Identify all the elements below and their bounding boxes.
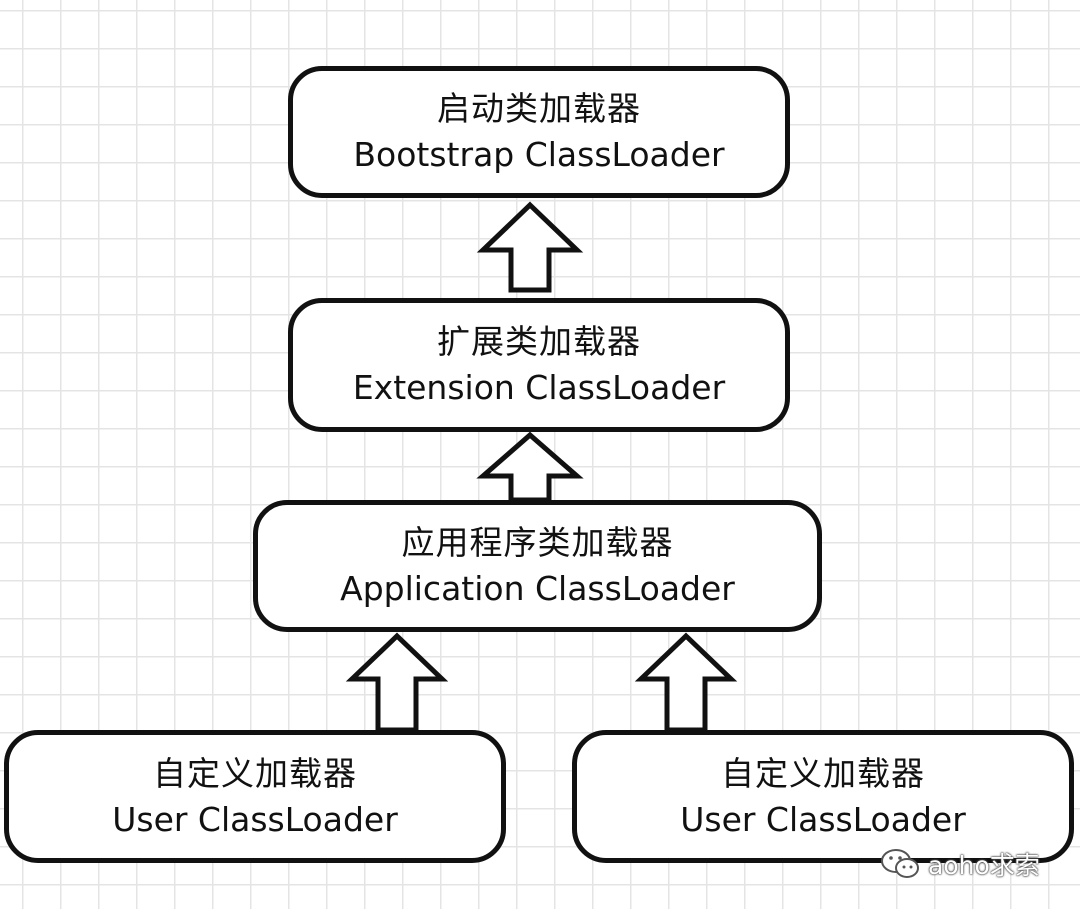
watermark-text: aoho求索 <box>928 851 1040 880</box>
node-label-cn: 自定义加载器 <box>153 753 357 793</box>
node-label-en: User ClassLoader <box>680 799 966 839</box>
node-user-classloader-right: 自定义加载器 User ClassLoader <box>572 730 1074 863</box>
watermark: aoho求索 <box>880 846 1040 882</box>
node-label-en: Bootstrap ClassLoader <box>353 135 725 174</box>
node-label-en: Application ClassLoader <box>340 569 735 608</box>
node-user-classloader-left: 自定义加载器 User ClassLoader <box>4 730 506 863</box>
node-bootstrap-classloader: 启动类加载器 Bootstrap ClassLoader <box>288 66 790 198</box>
arrow-user-right-to-application <box>634 632 738 733</box>
node-label-cn: 启动类加载器 <box>437 89 641 128</box>
node-label-en: Extension ClassLoader <box>352 368 726 407</box>
node-label-cn: 自定义加载器 <box>721 753 925 793</box>
node-label-cn: 应用程序类加载器 <box>401 523 674 562</box>
wechat-icon <box>881 849 919 878</box>
node-extension-classloader: 扩展类加载器 Extension ClassLoader <box>288 298 790 432</box>
node-application-classloader: 应用程序类加载器 Application ClassLoader <box>253 500 822 632</box>
arrow-user-left-to-application <box>345 632 449 733</box>
arrow-extension-to-bootstrap <box>476 201 584 293</box>
node-label-cn: 扩展类加载器 <box>437 322 641 361</box>
node-label-en: User ClassLoader <box>112 799 398 839</box>
arrow-application-to-extension <box>476 431 584 503</box>
